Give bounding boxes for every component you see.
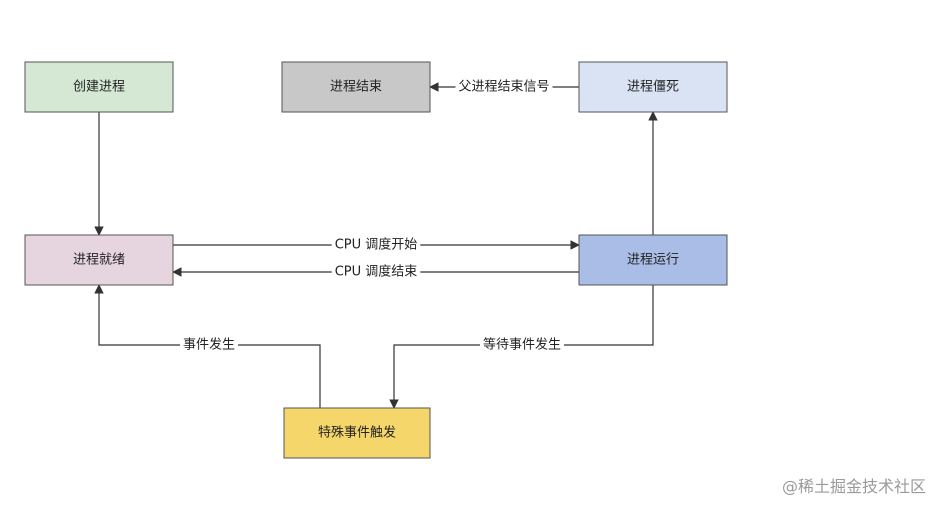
node-special: 特殊事件触发 [283, 407, 431, 459]
edge-label-running-ready: CPU 调度结束 [331, 262, 421, 281]
node-box [24, 234, 174, 286]
edge-label-text: CPU 调度结束 [335, 264, 418, 280]
edge-label-text: 事件发生 [183, 337, 235, 353]
edge-label-zombie-end: 父进程结束信号 [455, 78, 553, 96]
edge-label-background [179, 335, 239, 354]
edge-label-text: 父进程结束信号 [458, 80, 549, 95]
edge-label-special-ready: 事件发生 [179, 335, 239, 354]
node-end: 进程结束 [281, 61, 431, 113]
node-label: 创建进程 [73, 80, 125, 95]
edge-label-background [455, 78, 553, 96]
node-box [283, 407, 431, 459]
edge-label-background [479, 335, 565, 354]
edge-label-text: CPU 调度开始 [335, 237, 418, 253]
node-box [24, 61, 174, 113]
node-label: 特殊事件触发 [318, 425, 396, 441]
edge-label-background [331, 262, 421, 281]
node-label: 进程运行 [627, 253, 679, 268]
edge-label-background [331, 235, 421, 254]
edge-label-ready-running: CPU 调度开始 [331, 235, 421, 254]
node-create: 创建进程 [24, 61, 174, 113]
watermark: @稀土掘金技术社区 [781, 477, 926, 496]
edge-label-running-special: 等待事件发生 [479, 335, 565, 354]
node-box [281, 61, 431, 113]
node-box [578, 61, 728, 113]
node-label: 进程就绪 [73, 253, 125, 268]
node-label: 进程僵死 [627, 80, 679, 95]
node-ready: 进程就绪 [24, 234, 174, 286]
node-label: 进程结束 [330, 80, 382, 95]
node-box [578, 234, 728, 286]
node-running: 进程运行 [578, 234, 728, 286]
edge-label-text: 等待事件发生 [483, 337, 561, 353]
node-zombie: 进程僵死 [578, 61, 728, 113]
